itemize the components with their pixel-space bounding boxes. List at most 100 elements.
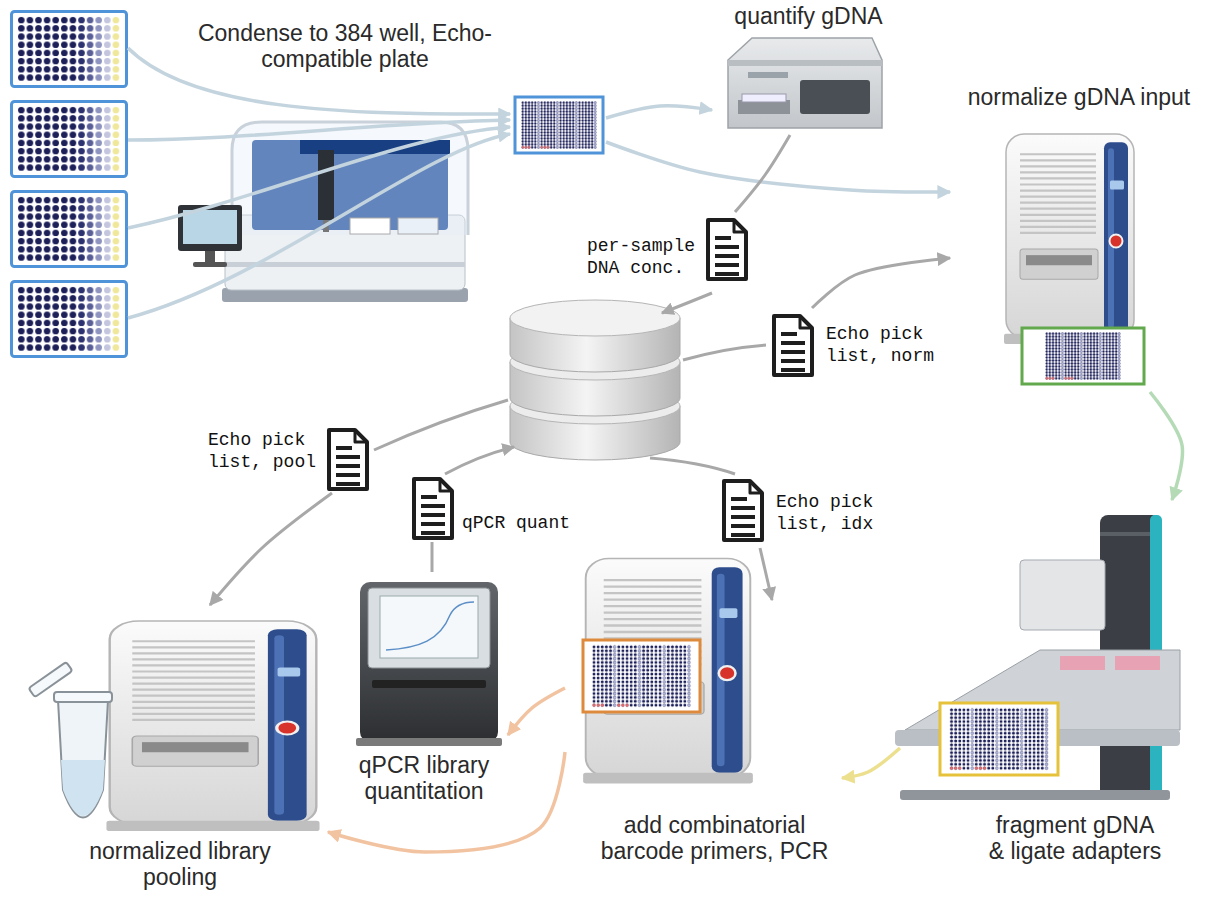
document-icon [704, 216, 750, 284]
document-fold [750, 481, 762, 493]
file-label: Echo pick list, idx [776, 492, 889, 535]
source-plates [12, 192, 127, 267]
document-line [336, 482, 360, 486]
pool-tube [29, 662, 112, 818]
document-node: per-sample DNA conc. [585, 212, 752, 292]
document-line [781, 368, 805, 372]
fragment-instrument [1100, 532, 1150, 536]
document-fold [440, 479, 452, 491]
document-line [731, 497, 747, 501]
document-line [781, 350, 805, 354]
document-line [781, 359, 805, 363]
step-label: add combinatorial barcode primers, PCR [592, 812, 837, 865]
step-label: normalize gDNA input [950, 84, 1208, 110]
flow-arrow [812, 258, 950, 308]
document-node: qPCR quant [408, 474, 574, 542]
liquid-handler [398, 218, 438, 234]
fragment-instrument [940, 703, 1058, 775]
qpcr-instrument [368, 588, 490, 668]
flow-arrow [606, 106, 712, 118]
fragment-instrument [900, 790, 1170, 800]
source-plates [12, 282, 127, 357]
plate-384-condensed [518, 99, 600, 151]
station-label: quantify gDNA [712, 2, 908, 135]
liquid-handler [318, 150, 334, 220]
qpcr-instrument [380, 596, 478, 658]
document-line [421, 531, 445, 535]
document-outline [724, 481, 762, 540]
document-line [715, 272, 739, 276]
document-line [421, 495, 437, 499]
flow-arrow [508, 688, 565, 735]
document-line [336, 455, 360, 459]
document-line [781, 341, 805, 345]
step-label: qPCR library quantitation [344, 752, 504, 805]
station-label: normalized library pooling [30, 605, 328, 895]
station-label: fragment gDNA & ligate adapters [900, 500, 1205, 895]
file-label: qPCR quant [462, 513, 570, 535]
document-outline [329, 430, 367, 489]
file-label: Echo pick list, norm [826, 324, 939, 367]
document-line [731, 515, 755, 519]
document-line [781, 332, 797, 336]
plate-reader [748, 72, 788, 78]
database-data-lines [683, 345, 766, 360]
pooling-echo [106, 621, 319, 831]
qpcr-instrument [356, 582, 502, 746]
flow-arrow [735, 135, 790, 212]
liquid-handler [205, 251, 215, 263]
plate-feed-lines [128, 134, 510, 318]
document-outline [774, 316, 812, 375]
document-line [421, 513, 445, 517]
fragment-instrument [946, 705, 1053, 773]
database-data-lines [374, 400, 508, 450]
document-line [336, 464, 360, 468]
plate-reader [800, 80, 870, 114]
pool-tube [58, 700, 108, 818]
document-outline [414, 479, 452, 538]
flow-arrow [1150, 392, 1183, 500]
database-data-lines [445, 447, 514, 474]
source-plates [12, 102, 127, 177]
normalize-echo [1004, 134, 1136, 344]
fragment-instrument [1020, 560, 1105, 630]
document-line [731, 506, 755, 510]
document-fold [355, 430, 367, 442]
document-line [715, 254, 739, 258]
normalize-echo [1004, 134, 1144, 384]
document-line [715, 236, 731, 240]
document-icon [720, 477, 766, 545]
flow-arrow [328, 752, 565, 852]
database [510, 300, 680, 460]
step-label: fragment gDNA & ligate adapters [987, 812, 1163, 865]
plate-feed-lines [128, 127, 510, 228]
qpcr-instrument [372, 680, 486, 688]
normalize-echo [1022, 328, 1144, 384]
database-data-lines [374, 293, 766, 474]
step-label: normalized library pooling [80, 838, 280, 891]
barcode-echo [583, 558, 753, 783]
document-icon [410, 475, 456, 543]
liquid-handler [350, 218, 390, 234]
pool-tube [54, 692, 112, 702]
document-line [421, 522, 445, 526]
database [510, 300, 680, 336]
flow-arrow [431, 542, 434, 572]
file-label: Echo pick list, pool [208, 430, 321, 473]
document-line [715, 245, 739, 249]
document-outline [708, 220, 746, 279]
fragment-instrument [895, 515, 1180, 800]
liquid-handler [183, 210, 237, 244]
document-fold [734, 220, 746, 232]
qpcr-instrument [356, 738, 502, 746]
document-fold [800, 316, 812, 328]
qpcr-instrument [360, 582, 498, 742]
document-line [731, 533, 755, 537]
document-line [421, 504, 445, 508]
pool-tube [61, 760, 105, 816]
document-line [336, 473, 360, 477]
